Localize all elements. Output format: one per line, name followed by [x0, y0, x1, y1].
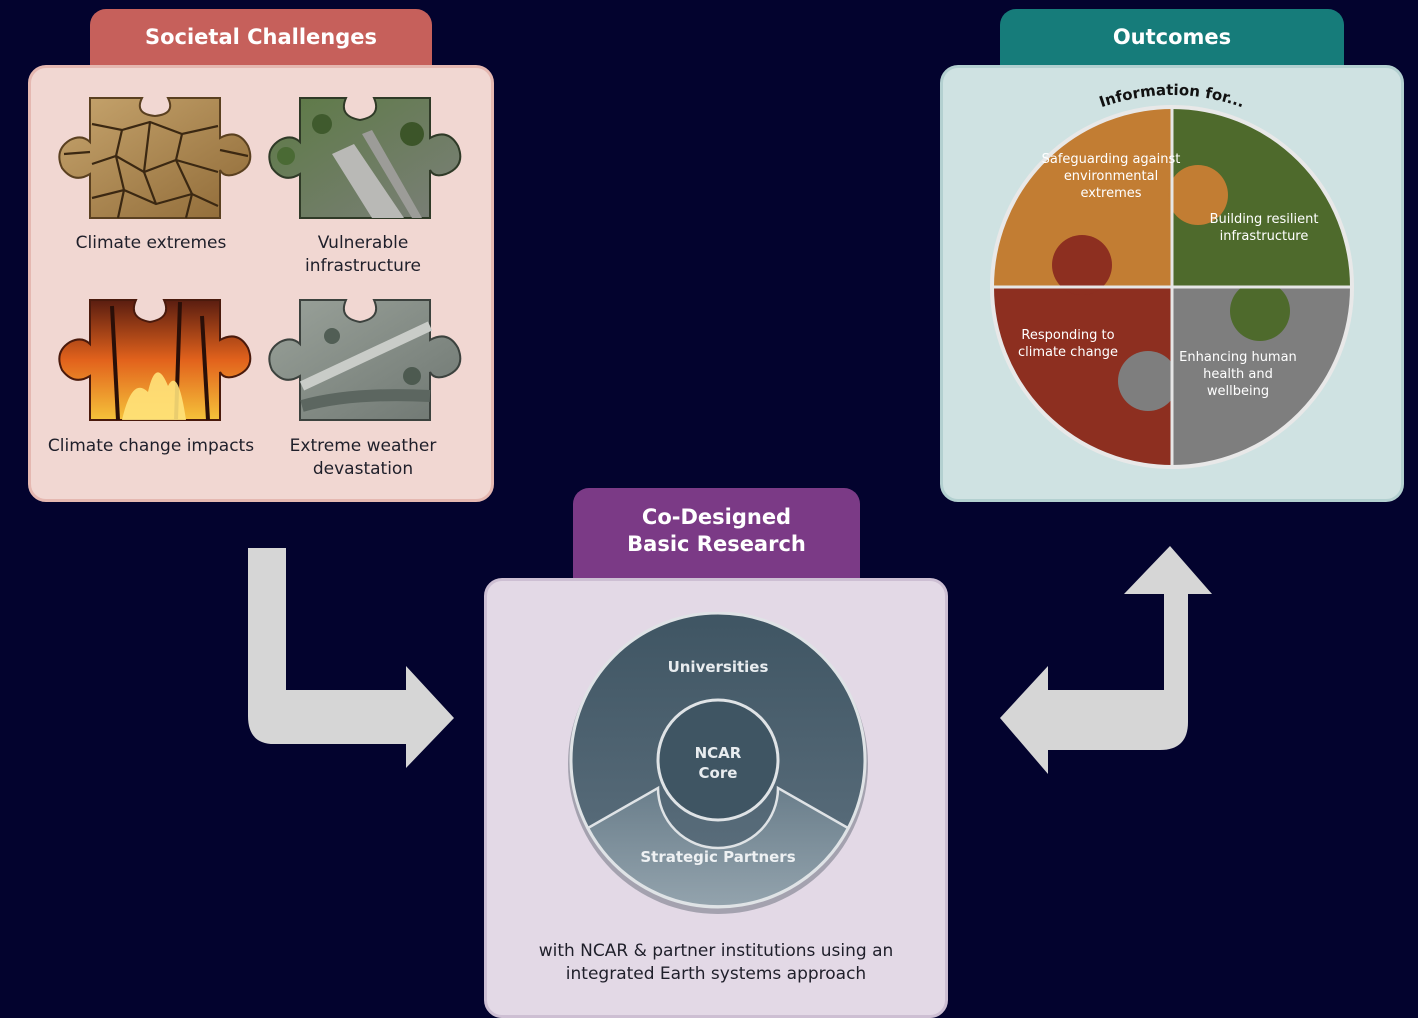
- ncar-core-circle: [656, 698, 780, 822]
- climate-extremes-label: Climate extremes: [75, 233, 227, 253]
- research-caption: with NCAR & partner institutions using a…: [538, 941, 894, 984]
- universities-label: Universities: [668, 658, 769, 676]
- challenges-to-research-arrow-icon: [248, 548, 454, 768]
- strategic-partners-segment: [586, 785, 850, 908]
- building-label: Building resilient infrastructure: [1209, 212, 1319, 244]
- strategic-partners-label: Strategic Partners: [640, 848, 795, 866]
- research-title-line1: Co-Designed: [641, 505, 792, 529]
- outcomes-tab: Outcomes: [1000, 9, 1344, 71]
- challenges-tab: Societal Challenges: [90, 9, 432, 71]
- extreme-weather-label: Extreme weather devastation: [289, 436, 437, 479]
- research-title-line2: Basic Research: [627, 532, 806, 556]
- research-to-outcomes-arrow-icon: [1000, 546, 1212, 774]
- responding-label: Responding to climate change: [1017, 328, 1119, 360]
- core-label-line1: NCAR: [695, 744, 742, 762]
- safeguarding-label: Safeguarding against environmental extre…: [1041, 152, 1181, 201]
- extreme-weather-puzzle-icon: [268, 299, 462, 421]
- enhancing-label: Enhancing human health and wellbeing: [1179, 350, 1297, 399]
- climate-extremes-puzzle-icon: [58, 97, 252, 219]
- outcomes-puzzle-circle: Information for... Safeguarding against …: [990, 81, 1354, 469]
- research-tab: Co-Designed Basic Research: [573, 488, 860, 580]
- climate-change-impacts-puzzle-icon: [58, 299, 252, 421]
- outcomes-title: Outcomes: [1112, 25, 1232, 49]
- research-ring-diagram: Universities NCAR Core Strategic Partner…: [568, 612, 868, 914]
- vulnerable-infrastructure-puzzle-icon: [268, 97, 462, 219]
- core-label-line2: Core: [699, 764, 738, 782]
- climate-change-impacts-label: Climate change impacts: [47, 436, 255, 456]
- challenges-title: Societal Challenges: [144, 25, 378, 49]
- vulnerable-infrastructure-label: Vulnerable infrastructure: [304, 233, 422, 276]
